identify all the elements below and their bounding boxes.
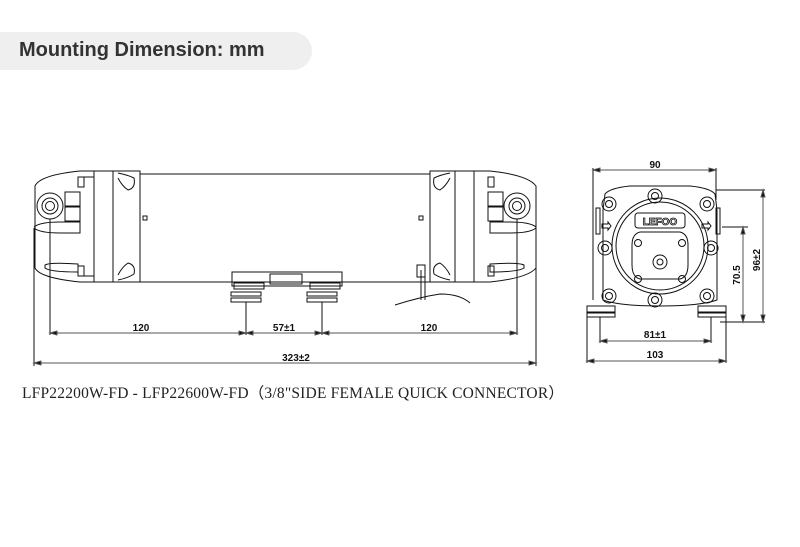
dim-overall-length: 323±2 — [282, 353, 310, 364]
front-right-foot — [697, 305, 727, 313]
left-foot — [230, 291, 262, 297]
side-view — [33, 170, 537, 366]
front-dimension-lines — [585, 167, 766, 364]
right-pump-head — [429, 170, 537, 283]
outlet-arrow-icon — [701, 220, 712, 232]
title-banner — [0, 32, 312, 70]
dim-front-foot-spacing: 81±1 — [644, 330, 667, 341]
page-title: Mounting Dimension: mm — [19, 39, 265, 61]
left-pump-head — [34, 170, 141, 283]
motor-body — [139, 173, 431, 283]
left-connector-port — [36, 192, 64, 220]
right-foot — [306, 291, 338, 297]
dim-width-top: 90 — [649, 160, 661, 171]
dim-overall-height: 96±2 — [752, 248, 763, 271]
side-dimension-lines — [32, 330, 538, 366]
dim-outlet-height: 70.5 — [732, 265, 743, 285]
pump-front-housing — [602, 185, 718, 307]
housing-bolts — [597, 188, 719, 308]
model-caption: LFP22200W-FD - LFP22600W-FD（3/8"SIDE FEM… — [22, 385, 565, 402]
logo-badge — [634, 212, 686, 229]
logo-text: LEFOO — [643, 217, 678, 228]
dim-right-offset: 120 — [421, 323, 438, 334]
inlet-arrow-icon — [601, 220, 612, 232]
dim-left-offset: 120 — [133, 323, 150, 334]
front-left-foot — [586, 305, 616, 313]
front-view — [586, 168, 765, 363]
dim-base-width: 103 — [647, 350, 664, 361]
dim-foot-spacing: 57±1 — [273, 323, 296, 334]
foot-bracket — [231, 271, 343, 287]
right-connector-port — [503, 192, 531, 220]
